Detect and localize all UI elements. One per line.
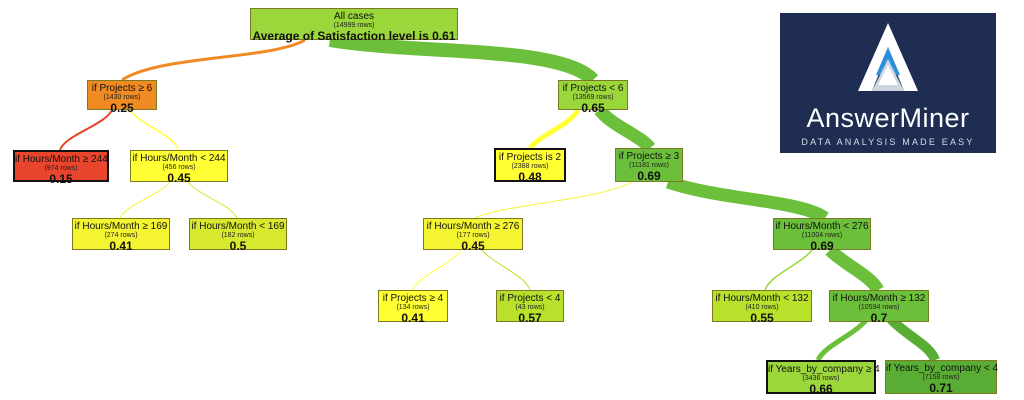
edge-projects-ge6-to-hm-lt244 (129, 109, 179, 151)
node-value: 0.69 (637, 169, 661, 183)
node-label: if Projects < 4 (499, 293, 561, 304)
node-value: 0.5 (229, 239, 247, 253)
node-rows: (3436 rows) (802, 375, 840, 382)
tree-node-hm-ge132[interactable]: if Hours/Month ≥ 132 (10594 rows) 0.7 (829, 290, 929, 325)
node-rows: (14999 rows) (333, 22, 375, 29)
node-value: 0.66 (809, 382, 833, 396)
node-value: 0.48 (518, 170, 542, 184)
node-value: 0.15 (49, 172, 73, 186)
answerminer-logo-icon (858, 23, 918, 91)
edge-projects-ge3-to-hm-ge276 (474, 181, 633, 219)
edge-root-to-projects-ge6 (121, 38, 306, 82)
node-rows: (974 rows) (44, 165, 78, 172)
tree-node-hm-ge169[interactable]: if Hours/Month ≥ 169 (274 rows) 0.41 (72, 218, 170, 253)
edge-hm-lt276-to-hm-ge132 (825, 245, 884, 294)
tree-node-years-ge4[interactable]: if Years_by_company ≥ 4 (3436 rows) 0.66 (766, 360, 880, 396)
node-rows: (11004 rows) (801, 232, 843, 239)
node-rows: (10594 rows) (858, 304, 900, 311)
node-rows: (182 rows) (221, 232, 255, 239)
tree-node-projects-ge6[interactable]: if Projects ≥ 6 (1430 rows) 0.25 (87, 80, 157, 115)
tree-node-years-lt4[interactable]: if Years_by_company < 4 (7158 rows) 0.71 (885, 360, 999, 395)
edge-hm-ge132-to-years-lt4 (886, 314, 940, 363)
node-value: 0.45 (461, 239, 485, 253)
node-rows: (43 rows) (515, 304, 545, 311)
tree-node-hm-lt169[interactable]: if Hours/Month < 169 (182 rows) 0.5 (189, 218, 287, 253)
edge-hm-ge132-to-years-ge4 (815, 316, 870, 362)
node-rows: (2388 rows) (511, 163, 549, 170)
node-rows: (456 rows) (162, 164, 196, 171)
logo-tagline: DATA ANALYSIS MADE EASY (801, 137, 975, 147)
node-value: 0.25 (110, 101, 134, 115)
node-value: 0.45 (167, 171, 191, 185)
node-value: 0.57 (518, 311, 542, 325)
tree-node-hm-lt244[interactable]: if Hours/Month < 244 (456 rows) 0.45 (130, 150, 228, 185)
node-value: Average of Satisfaction level is 0.61 (252, 29, 456, 43)
node-value: 0.41 (401, 311, 425, 325)
node-label: if Projects ≥ 6 (91, 83, 153, 94)
tree-node-hm-ge276[interactable]: if Hours/Month ≥ 276 (177 rows) 0.45 (423, 218, 523, 253)
node-label: if Projects ≥ 4 (382, 293, 444, 304)
node-value: 0.55 (750, 311, 774, 325)
node-value: 0.41 (109, 239, 133, 253)
logo-wordmark: AnswerMiner (806, 103, 970, 133)
edge-hm-ge276-to-projects-ge4 (411, 249, 463, 291)
tree-node-hm-lt132[interactable]: if Hours/Month < 132 (410 rows) 0.55 (712, 290, 812, 325)
tree-node-projects-ge3[interactable]: if Projects ≥ 3 (11181 rows) 0.69 (615, 148, 683, 183)
node-label: if Hours/Month ≥ 276 (426, 221, 520, 232)
node-rows: (410 rows) (745, 304, 779, 311)
node-label: if Hours/Month ≥ 169 (74, 221, 168, 232)
edge-hm-lt244-to-hm-ge169 (119, 181, 171, 219)
node-label: if Years_by_company ≥ 4 (768, 364, 880, 375)
answerminer-logo: AnswerMiner DATA ANALYSIS MADE EASY (780, 13, 996, 153)
edge-projects-lt6-to-projects-is2 (528, 108, 581, 150)
node-label: if Hours/Month ≥ 132 (832, 293, 926, 304)
node-label: if Hours/Month < 276 (775, 221, 869, 232)
node-rows: (7158 rows) (922, 374, 960, 381)
tree-node-hm-ge244[interactable]: if Hours/Month ≥ 244 (974 rows) 0.15 (13, 150, 109, 186)
node-rows: (11181 rows) (629, 162, 669, 169)
node-label: if Hours/Month < 169 (191, 221, 285, 232)
edge-projects-lt6-to-projects-ge3 (594, 105, 656, 153)
edge-hm-ge276-to-projects-lt4 (481, 249, 531, 291)
node-value: 0.69 (810, 239, 834, 253)
node-label: All cases (333, 11, 374, 22)
edge-hm-lt244-to-hm-lt169 (187, 181, 238, 219)
tree-node-projects-lt6[interactable]: if Projects < 6 (13569 rows) 0.65 (558, 80, 628, 115)
node-label: if Hours/Month < 132 (715, 293, 809, 304)
node-value: 0.65 (581, 101, 605, 115)
edge-projects-ge3-to-hm-lt276 (665, 175, 829, 224)
node-label: if Projects ≥ 3 (618, 151, 680, 162)
edge-projects-ge6-to-hm-ge244 (59, 109, 113, 151)
tree-node-projects-lt4[interactable]: if Projects < 4 (43 rows) 0.57 (496, 290, 564, 325)
node-rows: (274 rows) (104, 232, 138, 239)
node-label: if Hours/Month < 244 (132, 153, 226, 164)
node-label: if Projects < 6 (562, 83, 624, 94)
edge-hm-lt276-to-hm-lt132 (764, 249, 813, 291)
node-rows: (177 rows) (456, 232, 490, 239)
node-label: if Years_by_company < 4 (886, 363, 999, 374)
node-value: 0.71 (929, 381, 953, 395)
node-rows: (1430 rows) (103, 94, 141, 101)
node-rows: (13569 rows) (572, 94, 614, 101)
tree-node-projects-is2[interactable]: if Projects is 2 (2388 rows) 0.48 (494, 148, 566, 184)
tree-node-projects-ge4[interactable]: if Projects ≥ 4 (134 rows) 0.41 (378, 290, 448, 325)
node-rows: (134 rows) (396, 304, 430, 311)
edge-root-to-projects-lt6 (328, 33, 599, 86)
tree-node-root[interactable]: All cases (14999 rows) Average of Satisf… (250, 8, 458, 43)
node-label: if Projects is 2 (498, 152, 562, 163)
tree-node-hm-lt276[interactable]: if Hours/Month < 276 (11004 rows) 0.69 (773, 218, 871, 253)
node-label: if Hours/Month ≥ 244 (15, 154, 108, 165)
node-value: 0.7 (870, 311, 888, 325)
